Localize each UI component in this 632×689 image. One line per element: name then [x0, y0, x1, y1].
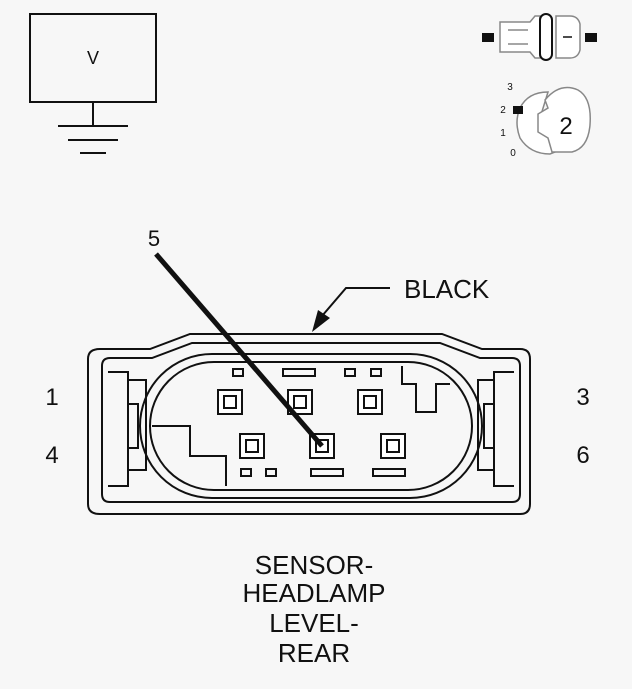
key-position-2: 2 — [500, 105, 506, 116]
pin-label-6: 6 — [576, 442, 589, 469]
pin-cavities — [217, 389, 406, 459]
voltmeter-box — [29, 13, 157, 103]
pin-label-3: 3 — [576, 384, 589, 411]
pin-label-1: 1 — [45, 384, 58, 411]
connector-pin-right-mark — [585, 33, 597, 42]
key-position-0: 0 — [510, 148, 516, 159]
key-position-1: 1 — [500, 128, 506, 139]
voltmeter-symbol — [29, 13, 157, 154]
probe-pin-label: 5 — [148, 226, 160, 251]
connector-color-label: BLACK — [404, 274, 490, 304]
connector-pin-left-mark — [482, 33, 494, 42]
pin-cavity-2 — [287, 389, 313, 415]
key-position-3: 3 — [507, 82, 513, 93]
key-number: 2 — [559, 113, 572, 140]
pin-cavity-3 — [357, 389, 383, 415]
ignition-key-icon — [513, 86, 591, 155]
pin-cavity-6 — [380, 433, 406, 459]
connector-housing — [87, 333, 531, 515]
color-callout-line — [321, 287, 390, 317]
component-name-line-3: LEVEL- — [269, 608, 359, 638]
component-name-line-4: REAR — [278, 638, 350, 668]
key-position-marker — [513, 106, 523, 114]
color-callout-arrow — [312, 310, 330, 332]
pin-cavity-4 — [239, 433, 265, 459]
connector-disconnected-icon — [499, 13, 581, 61]
component-name-line-1: SENSOR- — [255, 550, 373, 580]
pin-cavity-1 — [217, 389, 243, 415]
voltmeter-label: V — [87, 48, 99, 68]
probe-line — [154, 252, 324, 448]
pin-label-4: 4 — [45, 442, 58, 469]
component-name-line-2: HEADLAMP — [242, 578, 385, 608]
